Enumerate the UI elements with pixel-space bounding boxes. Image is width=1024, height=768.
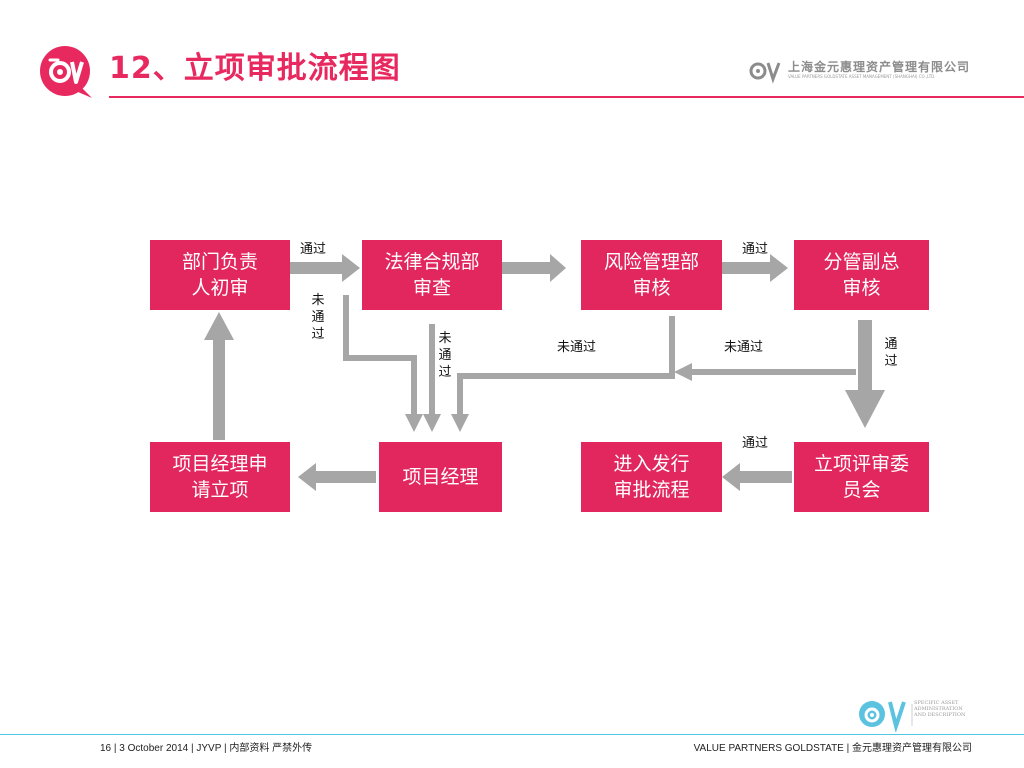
node-dept-review: 部门负责人初审 (150, 240, 290, 310)
label-pass: 通过 (742, 242, 769, 257)
label-fail: 未通过 (724, 340, 764, 355)
label-pass: 通过 (300, 242, 327, 257)
footer-logo-icon (859, 701, 913, 732)
arrow-down-icon (405, 414, 423, 432)
footer-badge-text: SPECIFIC ASSET ADMINISTRATION AND DESCRI… (914, 700, 966, 718)
node-risk-review: 风险管理部审核 (581, 240, 722, 310)
arrow-right-icon (502, 254, 566, 282)
node-pm-apply: 项目经理申请立项 (150, 442, 290, 512)
footer-right: VALUE PARTNERS GOLDSTATE | 金元惠理资产管理有限公司 (693, 743, 972, 754)
label-fail: 未通过 (557, 340, 597, 355)
company-name: 上海金元惠理资产管理有限公司 (788, 60, 971, 74)
node-vp-review: 分管副总审核 (794, 240, 929, 310)
company-name-en: VALUE PARTNERS GOLDSTATE ASSET MANAGEMEN… (788, 74, 936, 79)
arrow-down-icon (451, 414, 469, 432)
company-logo: 上海金元惠理资产管理有限公司 VALUE PARTNERS GOLDSTATE … (748, 58, 974, 84)
page-title: 12、立项审批流程图 (109, 51, 401, 86)
brand-logo-icon (40, 46, 92, 98)
label-pass: 通过 (742, 436, 769, 451)
footer-left: 16 | 3 October 2014 | JYVP | 内部资料 严禁外传 (100, 743, 313, 754)
arrow-up-icon (204, 312, 234, 440)
node-legal-review: 法律合规部审查 (362, 240, 502, 310)
label-pass-vertical: 通过 (884, 337, 898, 369)
arrow-right-icon (290, 254, 360, 282)
arrow-right-icon (722, 254, 788, 282)
node-committee: 立项评审委员会 (794, 442, 929, 512)
arrow-left-icon (722, 463, 792, 491)
header-divider (109, 96, 1024, 98)
company-logo-icon (749, 62, 781, 84)
node-issue-approval: 进入发行审批流程 (581, 442, 722, 512)
arrow-down-icon (423, 414, 441, 432)
footer-divider (0, 734, 1024, 735)
label-fail-vertical: 未通过 (438, 331, 452, 380)
arrow-down-icon (845, 320, 885, 428)
arrow-left-icon (674, 363, 692, 381)
label-fail-vertical: 未通过 (311, 293, 325, 342)
node-project-manager: 项目经理 (379, 442, 502, 512)
arrow-left-icon (298, 463, 376, 491)
